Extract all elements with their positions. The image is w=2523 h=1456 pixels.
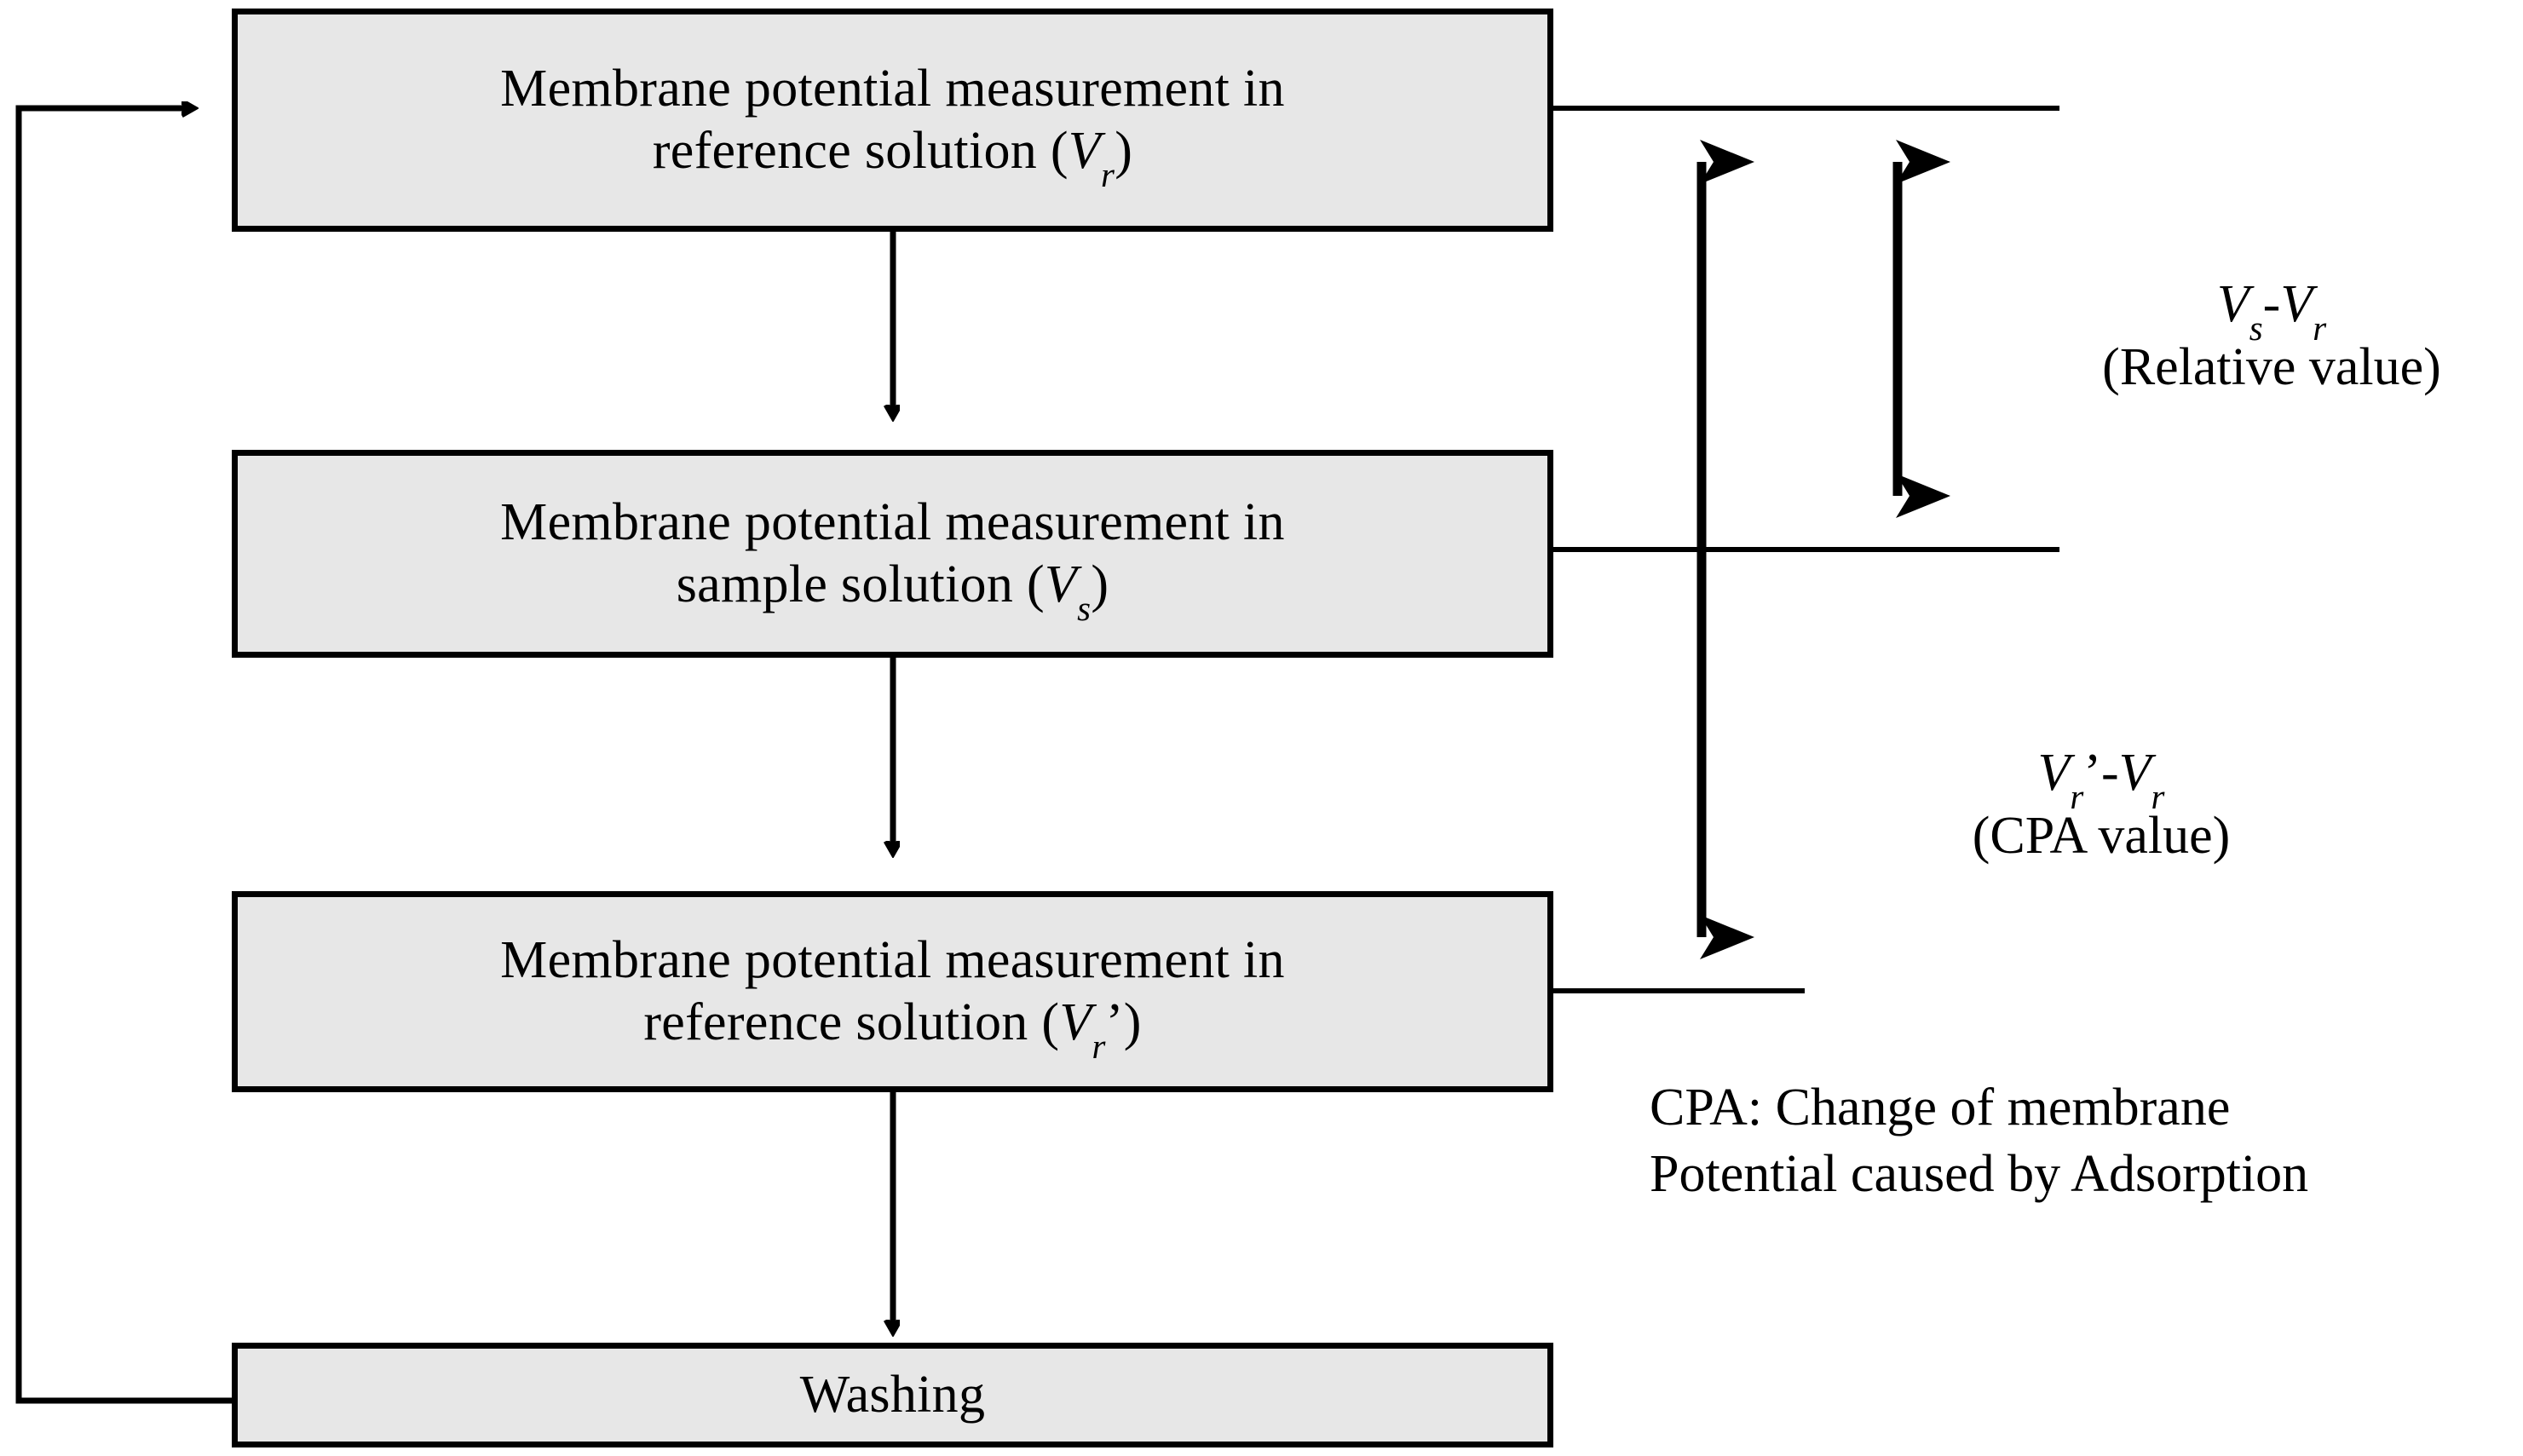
box3-var-v: V [1059, 993, 1092, 1051]
relative-v1: V [2216, 275, 2249, 333]
box3-var-sub: r [1092, 1027, 1106, 1067]
box3-line2-pre: reference solution ( [643, 993, 1060, 1051]
relative-dash: - [2262, 275, 2281, 333]
box1-var-sub: r [1100, 156, 1115, 195]
legend-line-1: CPA: Change of membrane [1650, 1079, 2231, 1137]
box3-line1: Membrane potential measurement in [500, 930, 1285, 989]
box1-line1: Membrane potential measurement in [500, 59, 1285, 118]
box3-line2-post: ’) [1105, 993, 1142, 1051]
box2-line2-pre: sample solution ( [676, 555, 1045, 613]
cpa-prime: ’ [2083, 744, 2101, 802]
legend-cpa: CPA: Change of membrane Potential caused… [1650, 1075, 2308, 1207]
relative-v2: V [2280, 275, 2313, 333]
annotation-cpa-value: Vr’-Vr (CPA value) [1863, 741, 2340, 868]
annotation-relative-value: Vs-Vr (Relative value) [2033, 273, 2510, 400]
box2-var-v: V [1044, 555, 1078, 613]
annotation-relative-caption: (Relative value) [2102, 338, 2441, 397]
process-box-reference-vr-prime[interactable]: Membrane potential measurement in refere… [232, 891, 1553, 1092]
process-box-reference-vr[interactable]: Membrane potential measurement in refere… [232, 9, 1553, 232]
feedback-loop-arrow [15, 108, 232, 1404]
box1-var-v: V [1068, 122, 1101, 180]
legend-line-2: Potential caused by Adsorption [1650, 1144, 2309, 1203]
cpa-v2-sub: r [2151, 778, 2165, 817]
cpa-dash: - [2101, 744, 2119, 802]
box2-line2-post: ) [1091, 555, 1109, 613]
box1-line2: reference solution (Vr) [652, 120, 1133, 193]
cpa-v1: V [2037, 744, 2071, 802]
annotation-cpa-caption: (CPA value) [1972, 807, 2231, 866]
cpa-v1-sub: r [2070, 778, 2084, 817]
process-box-sample-vs[interactable]: Membrane potential measurement in sample… [232, 450, 1553, 658]
annotation-relative-equation: Vs-Vr [2033, 273, 2510, 346]
box2-line1: Membrane potential measurement in [500, 492, 1285, 551]
box4-line1: Washing [799, 1365, 986, 1424]
box1-line2-post: ) [1115, 122, 1133, 180]
process-box-washing[interactable]: Washing [232, 1343, 1553, 1447]
box2-line2: sample solution (Vs) [676, 554, 1109, 626]
relative-v1-sub: s [2249, 309, 2263, 348]
annotation-cpa-equation: Vr’-Vr [1863, 741, 2340, 814]
box1-line2-pre: reference solution ( [652, 122, 1069, 180]
box2-var-sub: s [1077, 590, 1092, 629]
box3-line2: reference solution (Vr’) [643, 992, 1142, 1064]
relative-v2-sub: r [2313, 309, 2327, 348]
cpa-v2: V [2118, 744, 2151, 802]
